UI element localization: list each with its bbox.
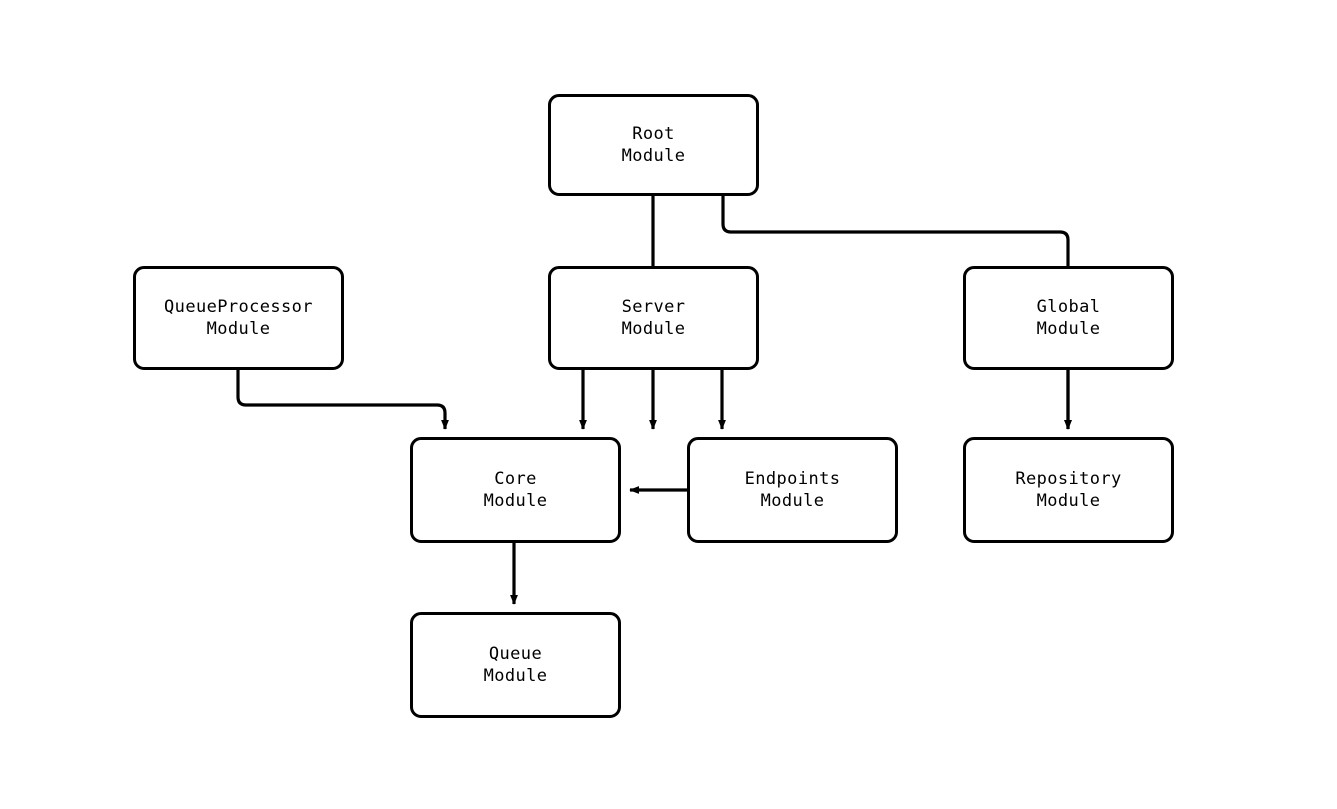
node-repository-module[interactable]: Repository Module: [963, 437, 1174, 543]
node-queueprocessor-module[interactable]: QueueProcessor Module: [133, 266, 344, 370]
node-queue-module[interactable]: Queue Module: [410, 612, 621, 718]
node-repository-module-line1: Repository: [1015, 469, 1122, 489]
node-global-module-line1: Global: [1036, 297, 1101, 317]
node-server-module-line2: Module: [621, 319, 686, 339]
node-root-module-line2: Module: [621, 146, 686, 166]
node-core-module-line1: Core: [494, 469, 537, 489]
node-core-module-line2: Module: [483, 491, 548, 511]
node-root-module[interactable]: Root Module: [548, 94, 759, 196]
node-server-module-line1: Server: [621, 297, 686, 317]
node-queue-module-line2: Module: [483, 666, 548, 686]
edge-queueprocessor-to-core: [236, 370, 449, 430]
node-queueprocessor-module-line2: Module: [206, 319, 271, 339]
node-server-module[interactable]: Server Module: [548, 266, 759, 370]
node-global-module-line2: Module: [1036, 319, 1101, 339]
node-global-module[interactable]: Global Module: [963, 266, 1174, 370]
node-queueprocessor-module-line1: QueueProcessor: [164, 297, 313, 317]
edge-root-to-global: [721, 196, 1072, 430]
node-endpoints-module-line2: Module: [760, 491, 825, 511]
node-endpoints-module[interactable]: Endpoints Module: [687, 437, 898, 543]
node-endpoints-module-line1: Endpoints: [744, 469, 841, 489]
node-core-module[interactable]: Core Module: [410, 437, 621, 543]
node-root-module-line1: Root: [632, 124, 675, 144]
node-repository-module-line2: Module: [1036, 491, 1101, 511]
node-queue-module-line1: Queue: [488, 644, 543, 664]
